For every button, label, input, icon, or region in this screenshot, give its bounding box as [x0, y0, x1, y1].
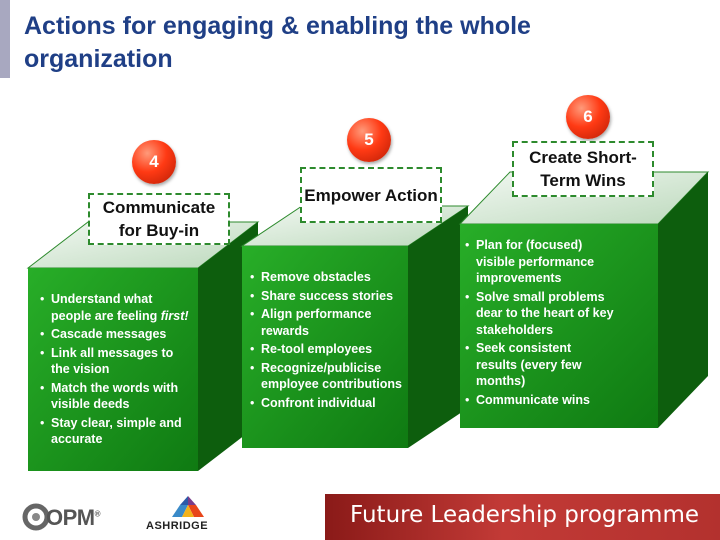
step-4-heading: Communicate for Buy-in: [88, 193, 230, 245]
footer-programme-title: Future Leadership programme: [350, 502, 700, 528]
list-item: Cascade messages: [40, 326, 190, 343]
step-5-action-list: Remove obstacles Share success stories A…: [250, 269, 402, 449]
step-6-action-list: Plan for (focused) visible performance i…: [465, 237, 615, 426]
list-item: Solve small problems dear to the heart o…: [465, 289, 615, 339]
step-6-number-badge: 6: [566, 95, 610, 139]
list-item: Communicate wins: [465, 392, 615, 409]
list-item: Seek consistent results (every few month…: [465, 340, 615, 390]
page-title: Actions for engaging & enabling the whol…: [24, 12, 531, 73]
step-5-heading: Empower Action: [300, 167, 442, 223]
opm-logo-text: OPM®: [46, 505, 101, 530]
list-item: Re-tool employees: [250, 341, 402, 358]
list-item: Confront individual: [250, 395, 402, 412]
ashridge-logo-icon: [172, 496, 204, 517]
list-item: Understand what people are feeling first…: [40, 291, 190, 324]
footer-banner: [325, 494, 720, 540]
step-5-number-badge: 5: [347, 118, 391, 162]
list-item: Align performance rewards: [250, 306, 402, 339]
step-6-heading: Create Short-Term Wins: [512, 141, 654, 197]
list-item: Recognize/publicise employee contributio…: [250, 360, 402, 393]
list-item: Plan for (focused) visible performance i…: [465, 237, 615, 287]
step-4-action-list: Understand what people are feeling first…: [40, 291, 190, 450]
step-6-side-face: [658, 172, 708, 428]
step-4-number-badge: 4: [132, 140, 176, 184]
left-accent-bar: [0, 0, 10, 78]
list-item: Stay clear, simple and accurate: [40, 415, 190, 448]
ashridge-logo-text: ASHRIDGE: [146, 520, 209, 532]
list-item: Link all messages to the vision: [40, 345, 190, 378]
list-item: Remove obstacles: [250, 269, 402, 286]
list-item: Match the words with visible deeds: [40, 380, 190, 413]
opm-logo-icon: [22, 503, 50, 531]
step-5-side-face: [408, 206, 468, 448]
list-item: Share success stories: [250, 288, 402, 305]
